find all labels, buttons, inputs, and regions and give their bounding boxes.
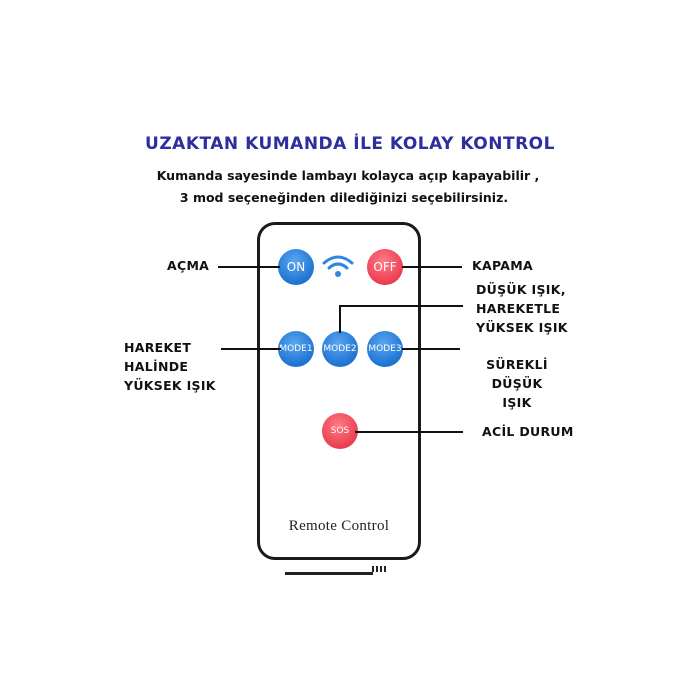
label-hareket-line-3: YÜKSEK IŞIK	[124, 378, 216, 393]
leader-line-mode2-horizontal	[339, 305, 463, 307]
label-dusuk-line-2: HAREKETLE	[476, 301, 561, 316]
mode3-button[interactable]: MODE3	[367, 331, 403, 367]
label-hareket-line-1: HAREKET	[124, 340, 192, 355]
label-dusuk-line-1: DÜŞÜK IŞIK,	[476, 282, 566, 297]
leader-line-acma	[218, 266, 280, 268]
remote-bottom-edge	[285, 564, 373, 575]
leader-line-sos	[355, 431, 463, 433]
remote-label: Remote Control	[288, 518, 390, 534]
remote-grip	[372, 566, 386, 572]
mode2-button[interactable]: MODE2	[322, 331, 358, 367]
leader-line-kapama	[402, 266, 462, 268]
leader-line-mode2-vertical	[339, 305, 341, 333]
subtitle-line-2: 3 mod seçeneğinden dilediğinizi seçebili…	[179, 190, 509, 205]
sos-button[interactable]: SOS	[322, 413, 358, 449]
label-kapama: KAPAMA	[472, 258, 533, 273]
label-dusuk-line-3: YÜKSEK IŞIK	[476, 320, 568, 335]
label-surekli-line-2: IŞIK	[502, 395, 532, 410]
label-surekli: SÜREKLİ DÜŞÜK IŞIK	[459, 355, 575, 412]
wifi-icon	[322, 255, 354, 277]
page-title: UZAKTAN KUMANDA İLE KOLAY KONTROL	[145, 134, 555, 154]
leader-line-mode1	[221, 348, 281, 350]
mode1-button[interactable]: MODE1	[278, 331, 314, 367]
subtitle-line-1: Kumanda sayesinde lambayı kolayca açıp k…	[156, 168, 540, 183]
off-button[interactable]: OFF	[367, 249, 403, 285]
label-surekli-line-1: SÜREKLİ DÜŞÜK	[486, 357, 548, 391]
label-hareket-line-2: HALİNDE	[124, 359, 189, 374]
label-acil-durum: ACİL DURUM	[482, 424, 574, 439]
label-dusuk-isik: DÜŞÜK IŞIK, HAREKETLE YÜKSEK IŞIK	[476, 280, 568, 337]
label-hareket: HAREKET HALİNDE YÜKSEK IŞIK	[124, 338, 216, 395]
leader-line-mode3	[402, 348, 460, 350]
on-button[interactable]: ON	[278, 249, 314, 285]
label-acma: AÇMA	[167, 258, 210, 273]
